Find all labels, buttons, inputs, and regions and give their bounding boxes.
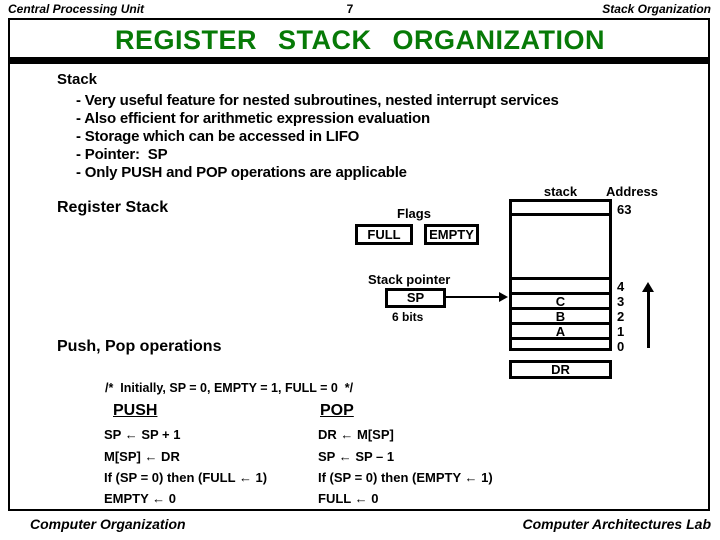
dr-register-box: DR xyxy=(509,360,612,379)
stack-column-label: stack xyxy=(543,184,578,199)
footer-course-name: Computer Organization xyxy=(30,516,186,532)
stack-cell-divider xyxy=(509,337,612,340)
title-divider-bar xyxy=(8,57,710,64)
pop-title: POP xyxy=(320,402,354,419)
pop-microoperation: DR ← M[SP] xyxy=(318,427,394,442)
stack-memory-box xyxy=(509,199,612,351)
slide-title: REGISTER STACK ORGANIZATION xyxy=(115,25,605,55)
footer-lab-name: Computer Architectures Lab xyxy=(522,516,711,532)
pop-microoperation: SP ← SP – 1 xyxy=(318,449,395,464)
stack-cell-divider xyxy=(509,307,612,310)
push-microoperation: EMPTY ← 0 xyxy=(104,491,177,506)
address-column-label: Address xyxy=(606,184,659,199)
pop-microoperation: If (SP = 0) then (EMPTY ← 1) xyxy=(318,470,493,485)
header-course-title: Central Processing Unit xyxy=(8,2,145,16)
bullet-item: - Very useful feature for nested subrout… xyxy=(76,92,559,109)
bullet-item: - Storage which can be accessed in LIFO xyxy=(76,128,360,145)
stack-address-label: 3 xyxy=(617,294,625,309)
flags-label: Flags xyxy=(397,206,431,221)
initial-conditions-comment: /* Initially, SP = 0, EMPTY = 1, FULL = … xyxy=(105,381,354,395)
empty-flag-box: EMPTY xyxy=(424,224,479,245)
push-title: PUSH xyxy=(113,402,158,419)
sp-to-stack-arrow-icon xyxy=(499,292,508,302)
full-flag-box: FULL xyxy=(355,224,413,245)
stack-address-label: 2 xyxy=(617,309,625,324)
stack-address-label: 4 xyxy=(617,279,625,294)
push-microoperation: SP ← SP + 1 xyxy=(104,427,181,442)
sp-width-label: 6 bits xyxy=(392,310,424,324)
stack-cell-divider xyxy=(509,322,612,325)
stack-cell-value: B xyxy=(555,309,566,324)
slide-content-frame xyxy=(8,18,710,511)
stack-section-heading: Stack xyxy=(57,71,98,88)
bullet-item: - Only PUSH and POP operations are appli… xyxy=(76,164,407,181)
push-microoperation: M[SP] ← DR xyxy=(104,449,180,464)
bullet-item: - Also efficient for arithmetic expressi… xyxy=(76,110,430,127)
register-stack-heading: Register Stack xyxy=(57,199,169,216)
stack-cell-value: C xyxy=(555,294,566,309)
stack-cell-divider xyxy=(509,277,612,280)
sp-register-box: SP xyxy=(385,288,446,308)
push-pop-heading: Push, Pop operations xyxy=(57,338,222,355)
stack-cell-value: A xyxy=(555,324,566,339)
sp-to-stack-arrow-line xyxy=(446,296,502,298)
stack-address-label: 0 xyxy=(617,339,625,354)
pop-microoperation: FULL ← 0 xyxy=(318,491,379,506)
stack-pointer-label: Stack pointer xyxy=(368,272,451,287)
stack-address-label: 1 xyxy=(617,324,625,339)
stack-growth-arrow-icon xyxy=(642,282,654,292)
stack-address-label: 63 xyxy=(617,202,632,217)
stack-cell-divider xyxy=(509,292,612,295)
stack-growth-arrow-line xyxy=(647,291,650,348)
bullet-item: - Pointer: SP xyxy=(76,146,168,163)
push-microoperation: If (SP = 0) then (FULL ← 1) xyxy=(104,470,268,485)
stack-cell-divider xyxy=(509,213,612,216)
header-section-title: Stack Organization xyxy=(602,2,711,16)
page-number: 7 xyxy=(346,2,354,16)
